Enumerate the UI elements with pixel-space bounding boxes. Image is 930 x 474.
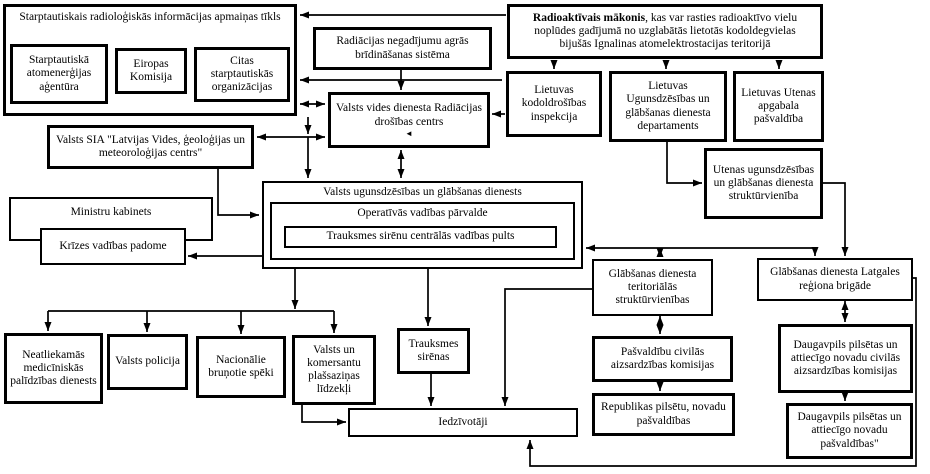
node-daugavpils-ca-commissions-label: Daugavpils pilsētas un attiecīgo novadu … [790, 338, 901, 378]
node-republic-municipalities: Republikas pilsētu, novadu pašvaldības [592, 393, 735, 436]
connector-territorial-to-residents [501, 288, 592, 406]
node-cabinet-label: Ministru kabinets [70, 206, 152, 218]
node-radiation-safety-centre: Valsts vides dienesta Radiācijas drošība… [328, 92, 490, 148]
node-crisis-council-label: Krīzes vadības padome [59, 239, 167, 252]
node-siren-control-desk-label: Trauksmes sirēnu centrālās vadības pults [326, 230, 515, 243]
node-early-warning-system: Radiācijas negadījumu agrās brīdināšanas… [313, 27, 492, 70]
connector-media-to-residents [301, 405, 346, 426]
node-republic-municipalities-label: Republikas pilsētu, novadu pašvaldības [601, 401, 726, 427]
node-iaea: Starptautiskā atomenerģijas aģentūra [10, 44, 108, 104]
node-territorial-units: Glābšanas dienesta teritoriālās struktūr… [592, 259, 713, 316]
node-residents-label: Iedzīvotāji [438, 415, 488, 428]
node-lt-fire-rescue-dept-label: Lietuvas Ugunsdzēsības un glābšanas dien… [625, 80, 711, 132]
node-siren-control-desk: Trauksmes sirēnu centrālās vadības pults [284, 226, 557, 248]
node-lt-nuclear-inspection: Lietuvas kodoldrošības inspekcija [506, 71, 602, 137]
node-mass-media: Valsts un komersantu plašsaziņas līdzekļ… [292, 335, 376, 405]
node-radiation-safety-centre-inner: Valsts vides dienesta Radiācijas drošība… [334, 102, 484, 137]
node-municipal-ca-commissions: Pašvaldību civilās aizsardzības komisija… [592, 336, 733, 382]
node-utena-fire-rescue-unit: Utenas ugunsdzēsības un glābšanas dienes… [704, 148, 823, 219]
node-early-warning-system-label: Radiācijas negadījumu agrās brīdināšanas… [336, 35, 469, 61]
node-daugavpils-municipalities: Daugavpils pilsētas un attiecīgo novadu … [786, 403, 913, 459]
node-municipal-ca-commissions-label: Pašvaldību civilās aizsardzības komisija… [610, 345, 715, 371]
node-intl-network-title: Starptautiskais radioloģiskās informācij… [19, 11, 281, 23]
node-lt-utena-municipality-label: Lietuvas Utenas apgabala pašvaldība [741, 86, 816, 126]
connector-rightline-central-latgale [586, 244, 819, 256]
node-crisis-council: Krīzes vadības padome [40, 228, 186, 265]
node-state-police-label: Valsts policija [115, 355, 180, 368]
node-alarm-sirens-label: Trauksmes sirēnas [408, 337, 459, 363]
node-lt-nuclear-inspection-label: Lietuvas kodoldrošības inspekcija [521, 84, 587, 123]
node-alarm-sirens: Trauksmes sirēnas [397, 328, 470, 374]
node-radiation-safety-centre-label: Valsts vides dienesta Radiācijas drošība… [336, 102, 482, 128]
connector-utena-unit-to-latgale [823, 182, 849, 256]
node-operations-board-label: Operatīvās vadības pārvalde [357, 207, 488, 219]
node-armed-forces-label: Nacionālie bruņotie spēki [208, 353, 274, 379]
connector-lt-fire-dept-to-utena-unit [666, 142, 702, 187]
node-radioactive-cloud-label: Radioaktīvais mākonis, kas var rasties r… [518, 12, 812, 51]
left-arrowhead-icon: ◄ [405, 128, 413, 138]
node-european-commission-label: Eiropas Komisija [129, 57, 173, 83]
node-latgale-brigade-label: Glābšanas dienesta Latgales reģiona brig… [770, 266, 900, 292]
connector-sia-to-central [217, 169, 259, 219]
node-residents: Iedzīvotāji [348, 408, 578, 437]
node-mass-media-label: Valsts un komersantu plašsaziņas līdzekļ… [307, 343, 361, 396]
node-radioactive-cloud: Radioaktīvais mākonis, kas var rasties r… [507, 4, 823, 59]
node-territorial-units-label: Glābšanas dienesta teritoriālās struktūr… [608, 267, 697, 307]
node-env-geo-meteo-centre: Valsts SIA "Latvijas Vides, ģeoloģijas u… [47, 125, 254, 169]
node-iaea-label: Starptautiskā atomenerģijas aģentūra [26, 54, 92, 93]
node-daugavpils-municipalities-label: Daugavpils pilsētas un attiecīgo novadu … [797, 411, 902, 450]
node-emergency-medical: Neatliekamās medicīniskās palīdzības die… [4, 333, 103, 404]
node-lt-utena-municipality: Lietuvas Utenas apgabala pašvaldība [733, 71, 824, 142]
node-armed-forces: Nacionālie bruņotie spēki [196, 336, 286, 398]
node-fire-rescue-service-title: Valsts ugunsdzēsības un glābšanas dienes… [323, 186, 522, 198]
node-european-commission: Eiropas Komisija [115, 48, 187, 94]
node-lt-fire-rescue-dept: Lietuvas Ugunsdzēsības un glābšanas dien… [609, 71, 727, 142]
node-emergency-medical-label: Neatliekamās medicīniskās palīdzības die… [10, 348, 97, 388]
node-daugavpils-ca-commissions: Daugavpils pilsētas un attiecīgo novadu … [778, 324, 913, 393]
node-env-geo-meteo-centre-label: Valsts SIA "Latvijas Vides, ģeoloģijas u… [55, 133, 246, 159]
node-state-police: Valsts policija [107, 334, 188, 390]
node-latgale-brigade: Glābšanas dienesta Latgales reģiona brig… [757, 258, 913, 301]
node-other-intl-organisations-label: Citas starptautiskās organizācijas [210, 54, 274, 94]
node-radioactive-cloud-bold: Radioaktīvais mākonis [532, 11, 646, 24]
node-other-intl-organisations: Citas starptautiskās organizācijas [194, 47, 290, 102]
connector-latgale-to-residents [526, 277, 917, 467]
node-utena-fire-rescue-unit-label: Utenas ugunsdzēsības un glābšanas dienes… [712, 163, 815, 203]
node-radioactive-cloud-rest: , kas var rasties radioaktīvo vielu nopl… [534, 11, 798, 51]
